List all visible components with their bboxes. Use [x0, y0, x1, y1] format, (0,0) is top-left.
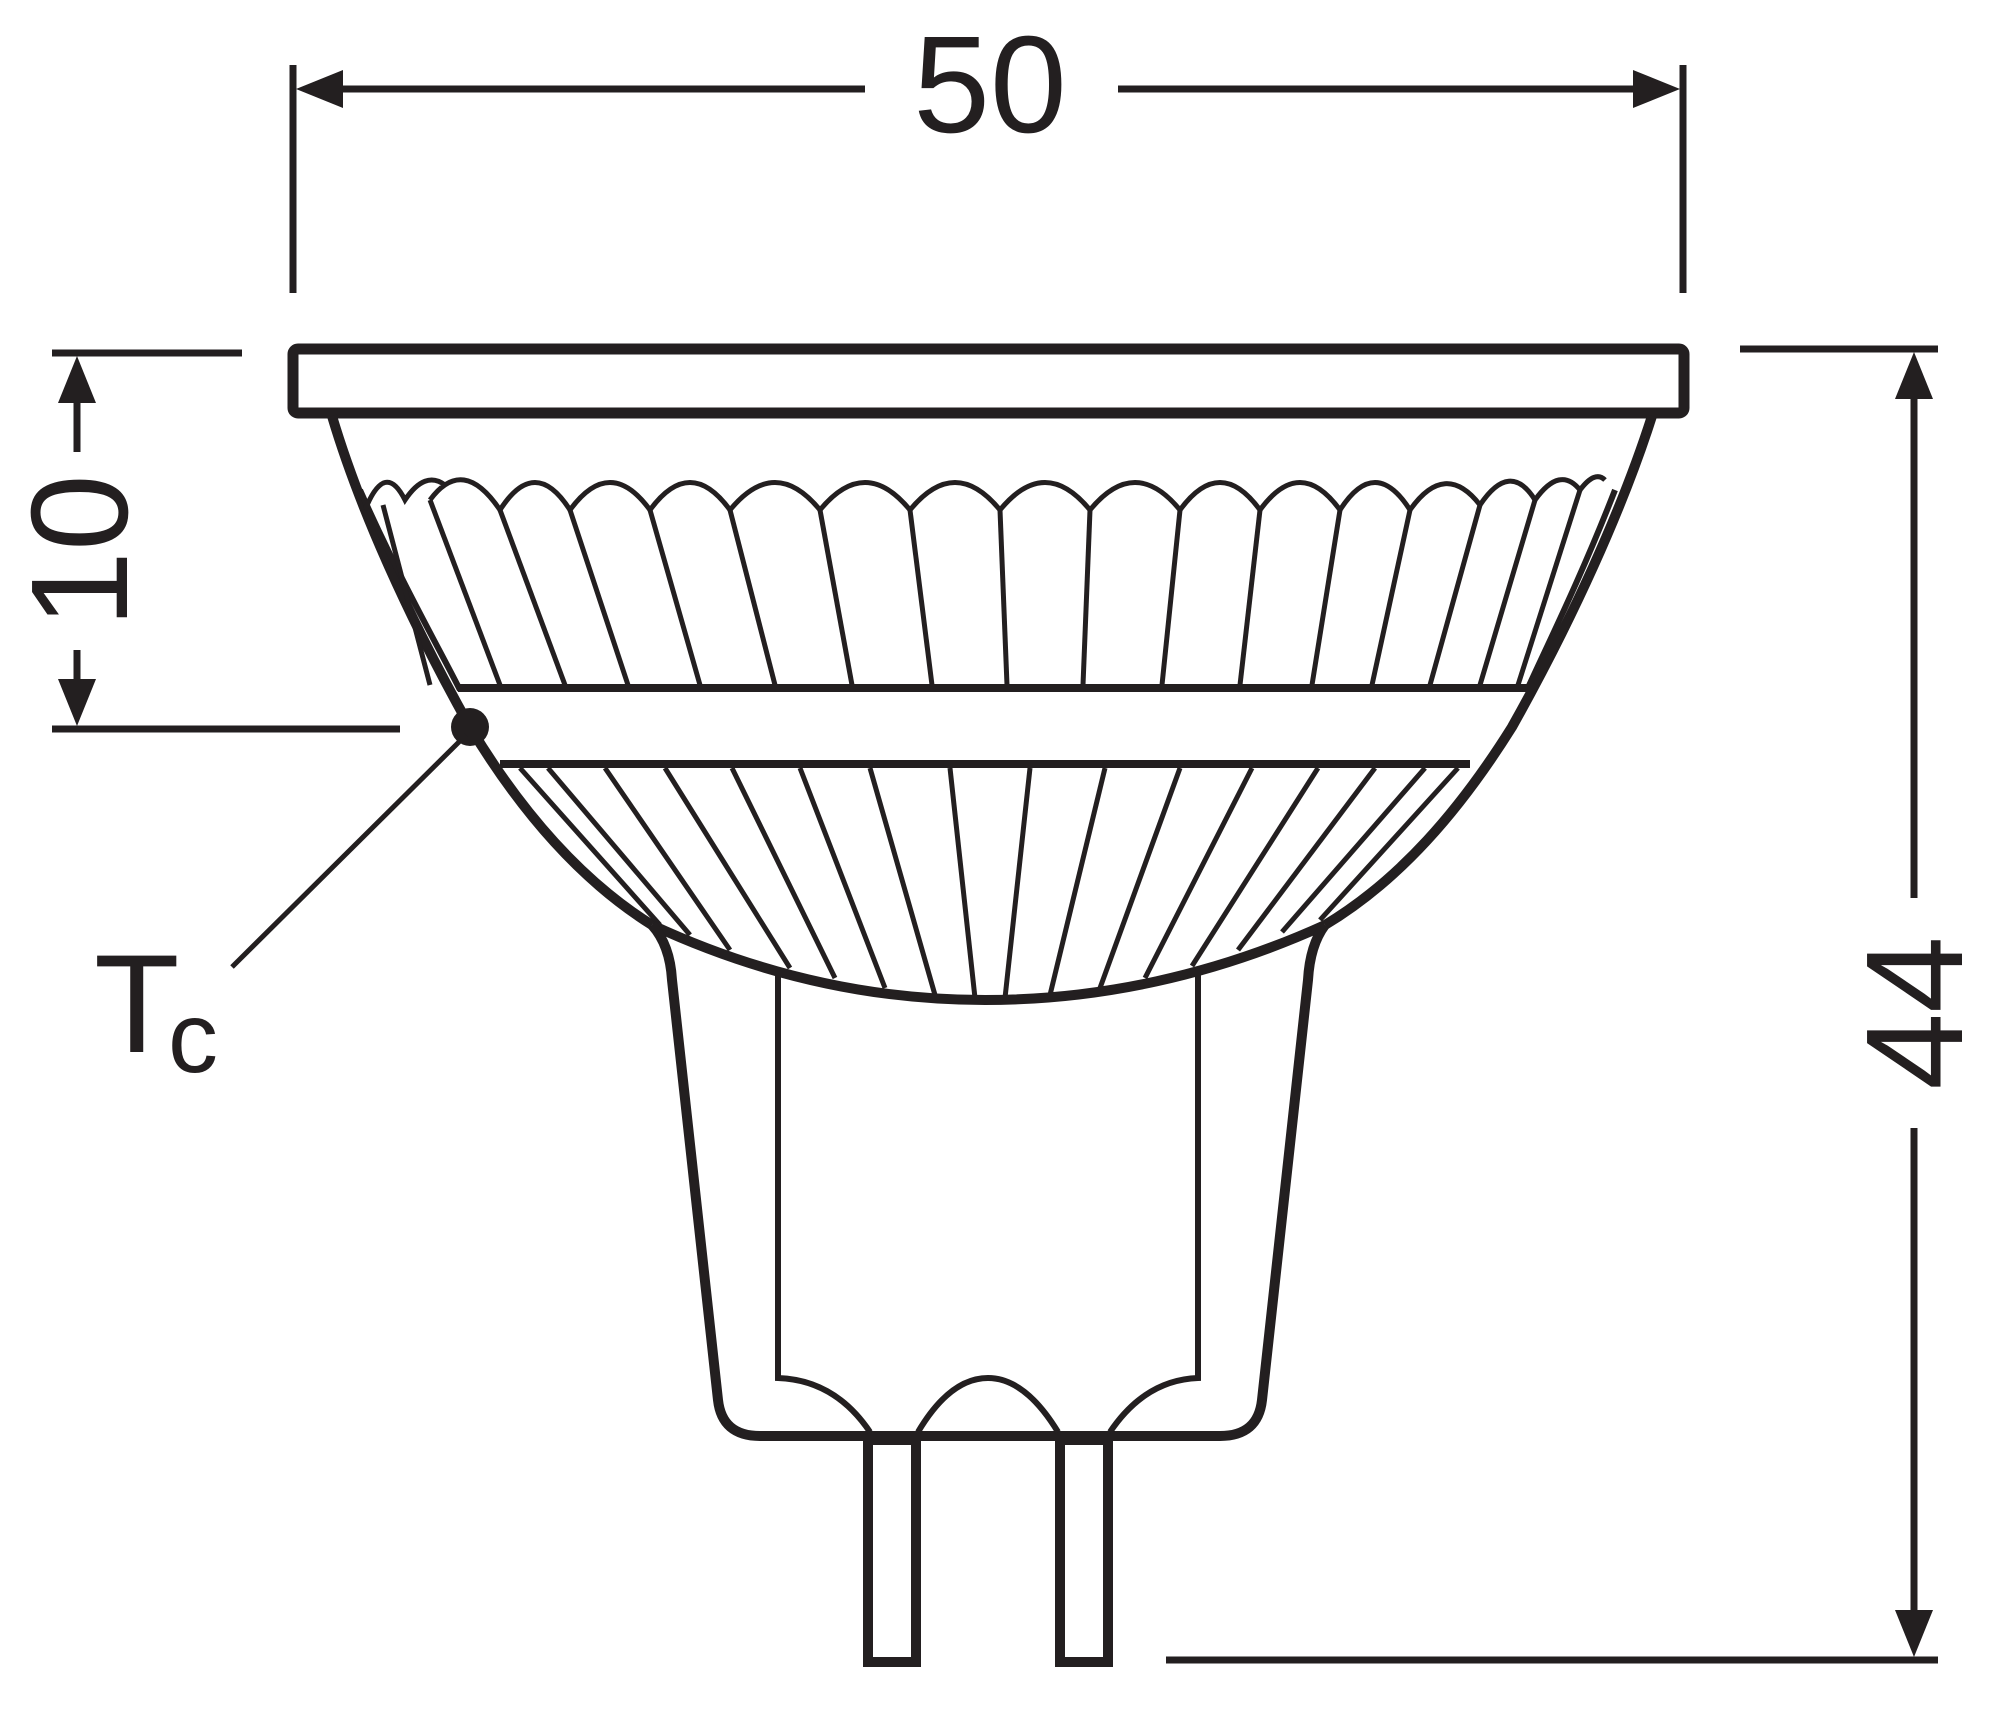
pin-right — [1055, 1435, 1113, 1667]
width-dimension-label: 50 — [913, 8, 1067, 162]
tc-arrow-bottom-icon — [58, 679, 96, 726]
tc-label-subscript: c — [168, 982, 218, 1094]
reflector-outline-right — [1322, 414, 1657, 930]
tc-label-main: T — [94, 925, 180, 1082]
lamp-base-outline — [648, 921, 1330, 1441]
lower-facet-ribs — [518, 766, 1460, 999]
tc-measuring-point-icon — [451, 708, 489, 746]
upper-facet-ribs — [380, 489, 1583, 686]
width-arrow-left-icon — [296, 70, 343, 108]
lamp-base-inner — [775, 968, 1201, 1434]
width-arrow-right-icon — [1633, 70, 1680, 108]
facet-scallops — [362, 474, 1607, 512]
tc-leader-line — [230, 733, 468, 969]
tc-offset-dimension — [52, 349, 400, 733]
height-arrow-bottom-icon — [1895, 1610, 1933, 1657]
height-dimension — [1166, 345, 1938, 1664]
lamp-front-rim — [287, 343, 1690, 419]
tc-arrow-top-icon — [58, 356, 96, 403]
reflector-inner-right — [1524, 488, 1618, 692]
width-dimension — [289, 65, 1687, 293]
pin-left — [863, 1435, 921, 1667]
height-arrow-top-icon — [1895, 352, 1933, 399]
reflector-bottom-arc — [649, 920, 1328, 1006]
height-dimension-label: 44 — [1838, 936, 1992, 1090]
reflector-inner-left — [357, 488, 463, 692]
tc-offset-dimension-label: 10 — [3, 474, 157, 628]
